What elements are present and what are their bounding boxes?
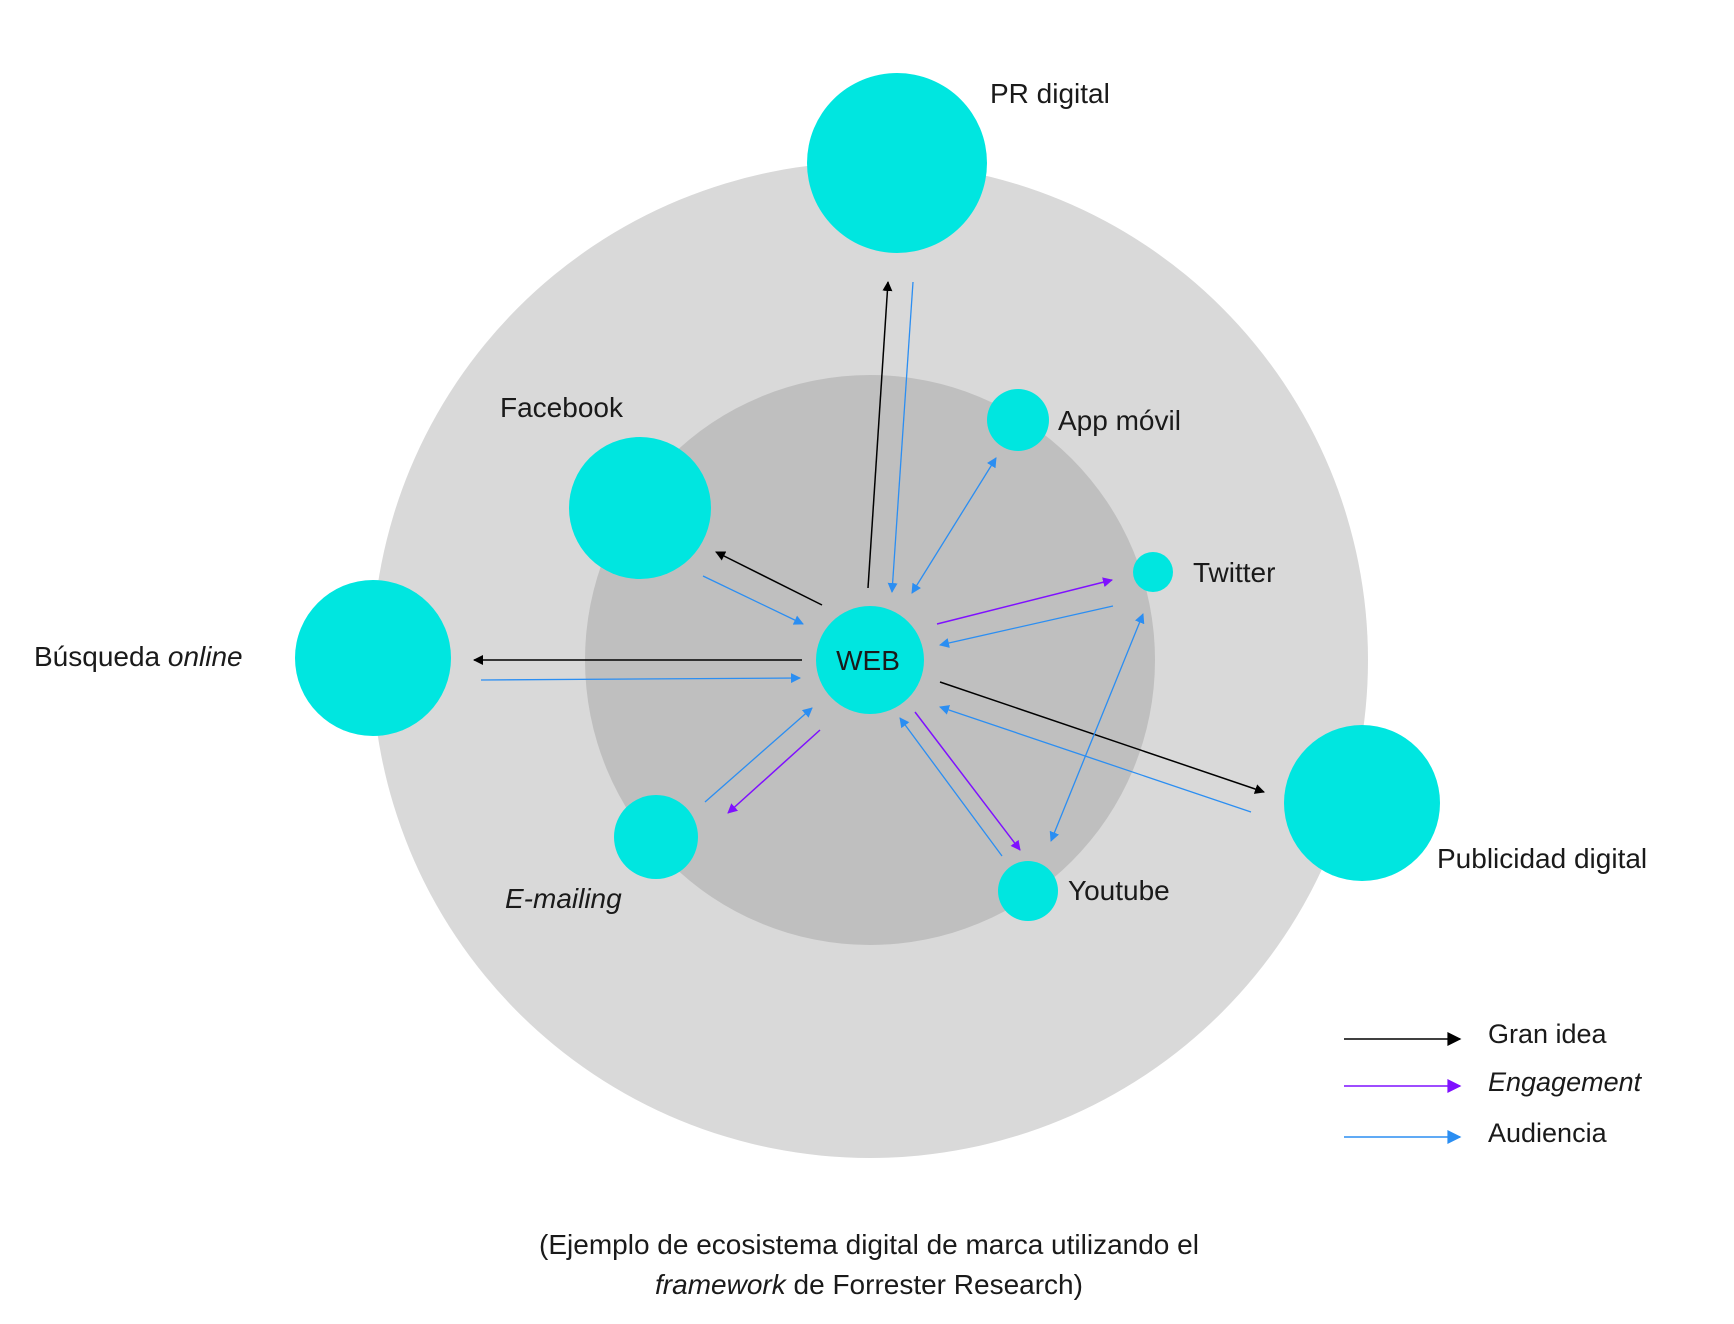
arrow-publicidad-to-web (939, 705, 1252, 813)
caption-framework: framework (655, 1269, 788, 1300)
arrow-web-to-facebook (715, 551, 823, 606)
node-web (816, 606, 924, 714)
arrow-web-to-youtube (914, 711, 1021, 851)
node-pr-digital (807, 73, 987, 253)
caption-line-2: framework de Forrester Research) (655, 1269, 1083, 1300)
legend-label-engagement: Engagement (1488, 1067, 1643, 1097)
arrow-twitter-to-web (939, 605, 1114, 648)
arrow-emailing-to-web (704, 707, 813, 803)
label-busqueda-online: Búsqueda online (34, 641, 243, 672)
node-facebook (569, 437, 711, 579)
arrow-app-web-bidirectional (911, 457, 997, 594)
arrow-busqueda-to-web (480, 673, 801, 684)
arrow-web-to-emailing (727, 729, 821, 814)
legend-label-gran-idea: Gran idea (1488, 1019, 1608, 1049)
label-emailing: E-mailing (505, 883, 622, 914)
legend: Gran idea Engagement Audiencia (1344, 1019, 1643, 1148)
arrow-facebook-to-web (702, 575, 804, 625)
node-twitter (1133, 552, 1173, 592)
label-publicidad-digital: Publicidad digital (1437, 843, 1647, 874)
label-app-movil: App móvil (1058, 405, 1181, 436)
label-twitter: Twitter (1193, 557, 1275, 588)
caption-line-1: (Ejemplo de ecosistema digital de marca … (539, 1229, 1199, 1260)
arrow-twitter-youtube-bidirectional (1049, 613, 1145, 842)
arrow-web-to-twitter (936, 577, 1113, 625)
nodes (295, 73, 1440, 921)
label-busqueda: Búsqueda (34, 641, 161, 672)
label-pr-digital: PR digital (990, 78, 1110, 109)
label-online: online (168, 641, 243, 672)
audiencia-arrows (480, 281, 1252, 857)
node-emailing (614, 795, 698, 879)
label-web: WEB (836, 645, 900, 676)
label-facebook: Facebook (500, 392, 624, 423)
legend-label-audiencia: Audiencia (1488, 1118, 1608, 1148)
caption-rest: de Forrester Research) (786, 1269, 1083, 1300)
arrow-pr-to-web (887, 281, 914, 593)
arrow-web-to-pr (867, 281, 893, 589)
node-youtube (998, 861, 1058, 921)
label-youtube: Youtube (1068, 875, 1170, 906)
node-busqueda (295, 580, 451, 736)
engagement-arrows (727, 577, 1113, 851)
node-publicidad (1284, 725, 1440, 881)
arrow-youtube-to-web (899, 717, 1003, 857)
node-app-movil (987, 389, 1049, 451)
